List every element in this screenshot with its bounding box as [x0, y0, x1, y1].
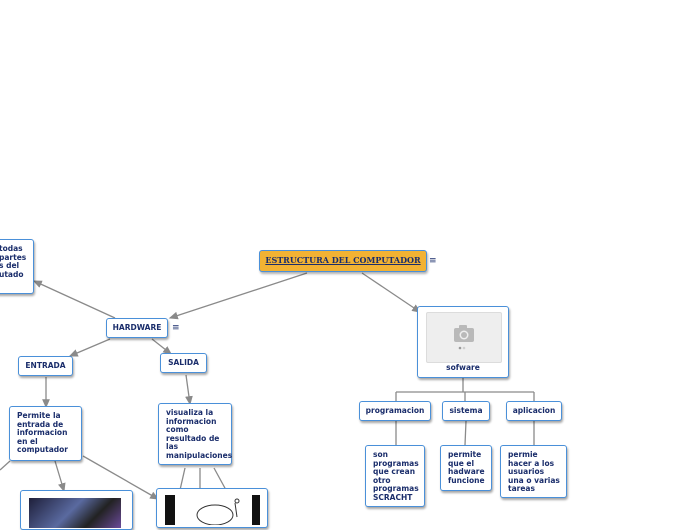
node-salida-desc[interactable]: visualiza la informacion como resultado …	[158, 403, 232, 465]
node-entrada[interactable]: ENTRADA	[18, 356, 73, 376]
monitor-illustration-icon	[196, 498, 240, 525]
node-programacion[interactable]: programacion	[359, 401, 431, 421]
node-aplicacion[interactable]: aplicacion	[506, 401, 562, 421]
edge-salida-img-a	[179, 467, 186, 491]
edge-software-branches	[395, 378, 535, 402]
edge-entrada-img	[54, 460, 66, 493]
edge-entrada-left	[0, 460, 11, 471]
node-entrada-image[interactable]	[20, 490, 133, 530]
software-label: sofware	[446, 363, 480, 373]
node-hardware[interactable]: HARDWARE	[106, 318, 168, 338]
node-salida[interactable]: SALIDA	[160, 353, 207, 373]
edge-hardware-partes	[32, 280, 116, 319]
edge-root-hardware	[168, 272, 308, 320]
edge-hardware-entrada	[68, 338, 111, 357]
hardware-menu-icon[interactable]: ≡	[172, 323, 180, 333]
edge-salida-img-c	[213, 467, 227, 491]
node-partes[interactable]: todas partes s del utado	[0, 239, 34, 294]
root-menu-icon[interactable]: ≡	[429, 256, 437, 266]
input-devices-photo	[29, 498, 121, 528]
edge-salida-desc	[185, 374, 193, 406]
image-placeholder[interactable]	[426, 312, 502, 363]
node-salida-image[interactable]	[156, 488, 268, 528]
camera-icon	[454, 325, 474, 350]
node-entrada-desc[interactable]: Permite la entrada de informacion en el …	[9, 406, 82, 461]
edge-entrada-img2	[82, 455, 160, 500]
edge-hardware-salida	[151, 338, 173, 355]
node-sistema-desc[interactable]: permite que el hadware funcione	[440, 445, 492, 491]
node-programacion-desc[interactable]: son programas que crean otro programas S…	[365, 445, 425, 507]
edge-root-software	[361, 272, 422, 313]
node-sistema[interactable]: sistema	[442, 401, 490, 421]
output-devices-photo	[165, 495, 260, 525]
edge-sis-desc	[464, 420, 467, 446]
node-aplicacion-desc[interactable]: permie hacer a los usuarios una o varias…	[500, 445, 567, 498]
root-topic[interactable]: ESTRUCTURA DEL COMPUTADOR	[259, 250, 427, 272]
